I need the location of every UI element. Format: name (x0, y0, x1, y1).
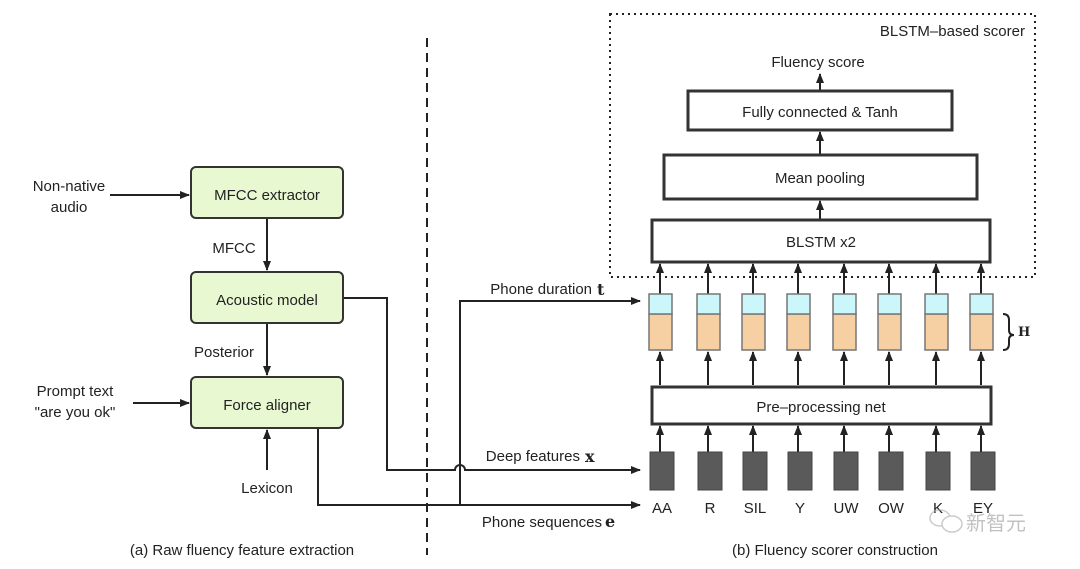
phone-sequences-symbol: e (605, 512, 615, 531)
mean-pooling-box (662, 153, 979, 201)
phone-sequences-label: Phone sequences (482, 514, 602, 531)
watermark: 新智元 (929, 509, 1026, 535)
phone-label: Y (795, 500, 805, 517)
duration-cell (924, 293, 949, 315)
force-aligner-label: Force aligner (223, 397, 311, 414)
mfcc-edge-label: MFCC (212, 240, 255, 257)
posterior-edge-label: Posterior (194, 344, 254, 361)
deep-features-symbol: x (585, 447, 595, 466)
duration-cell (648, 293, 673, 315)
phone-label: OW (878, 500, 905, 517)
mean-pooling-label: Mean pooling (775, 170, 865, 187)
deep-feature-cell (970, 451, 996, 491)
deep-feature-cell (697, 451, 723, 491)
duration-cell (969, 293, 994, 315)
prompt-label-2: "are you ok" (35, 404, 116, 421)
blstm-box (650, 218, 992, 264)
phone-label: SIL (744, 500, 767, 517)
h-label: H (1018, 325, 1030, 340)
deep-feature-cell (787, 451, 813, 491)
acoustic-model-label: Acoustic model (216, 292, 318, 309)
phone-label: UW (834, 500, 860, 517)
preprocessing-box (650, 385, 993, 426)
fc-tanh-box (686, 89, 954, 132)
prompt-label-1: Prompt text (37, 383, 115, 400)
deep-features-label: Deep features (486, 448, 580, 465)
deep-feature-cell (925, 451, 951, 491)
deep-feature-cell (649, 451, 675, 491)
mfcc-extractor-label: MFCC extractor (214, 187, 320, 204)
scorer-boundary (609, 13, 1036, 278)
audio-label-2: audio (51, 199, 88, 216)
deep-feature-cell (833, 451, 859, 491)
right-caption: (b) Fluency scorer construction (732, 542, 938, 559)
phone-duration-label: Phone duration (490, 281, 592, 298)
fluency-score-label: Fluency score (771, 54, 864, 71)
phone-duration-line (459, 297, 641, 505)
watermark-text: 新智元 (966, 512, 1026, 535)
phone-label: AA (652, 500, 672, 517)
preprocessing-label: Pre–processing net (756, 399, 886, 416)
deep-features-line (343, 297, 641, 474)
hidden-cell (696, 313, 721, 351)
deep-feature-cell (878, 451, 904, 491)
phone-label: EY (973, 500, 993, 517)
hidden-cell (877, 313, 902, 351)
hidden-cell (741, 313, 766, 351)
audio-label-1: Non-native (33, 178, 106, 195)
phone-duration-symbol: t (597, 280, 605, 299)
mfcc-extractor-box (190, 166, 344, 219)
phone-label: K (933, 500, 943, 517)
duration-cell (741, 293, 766, 315)
hidden-cell (969, 313, 994, 351)
duration-cell (786, 293, 811, 315)
acoustic-model-box (190, 271, 344, 324)
left-caption: (a) Raw fluency feature extraction (130, 542, 354, 559)
force-aligner-box (190, 376, 344, 429)
hidden-cell (924, 313, 949, 351)
h-brace (1002, 313, 1015, 351)
scorer-label: BLSTM–based scorer (880, 23, 1025, 40)
blstm-label: BLSTM x2 (786, 234, 856, 251)
hidden-cell (648, 313, 673, 351)
lexicon-label: Lexicon (241, 480, 293, 497)
hidden-cell (832, 313, 857, 351)
hidden-cell (786, 313, 811, 351)
duration-cell (877, 293, 902, 315)
deep-feature-cell (742, 451, 768, 491)
phone-label: R (705, 500, 716, 517)
duration-cell (696, 293, 721, 315)
fc-tanh-label: Fully connected & Tanh (742, 104, 898, 121)
duration-cell (832, 293, 857, 315)
phone-sequences-line (317, 428, 641, 509)
